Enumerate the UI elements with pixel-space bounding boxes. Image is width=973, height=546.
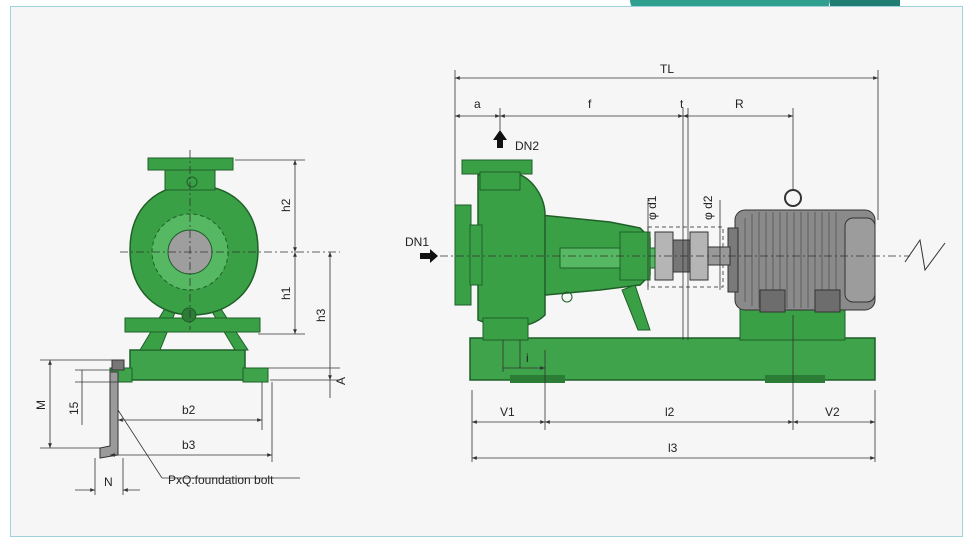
label-h1: h1: [279, 286, 293, 300]
label-h2: h2: [279, 198, 293, 212]
label-15: 15: [67, 401, 81, 415]
label-b2: b2: [182, 403, 196, 417]
motor-pedestal: [739, 307, 846, 341]
label-N: N: [104, 475, 113, 489]
label-TL: TL: [660, 62, 674, 76]
header-tab-accent: [830, 0, 900, 10]
dn2-arrow-icon: [493, 130, 507, 140]
label-DN1: DN1: [405, 235, 429, 249]
label-d2: φ d2: [701, 195, 715, 220]
label-l3: l3: [668, 441, 678, 455]
baseplate: [469, 337, 876, 381]
front-drain-plug: [181, 307, 197, 323]
label-f: f: [588, 97, 592, 111]
pump-foot: [482, 317, 529, 341]
label-d1: φ d1: [645, 195, 659, 220]
pump-casing: [477, 174, 546, 328]
label-M: M: [34, 400, 48, 410]
front-foot-right: [242, 367, 269, 383]
label-V2: V2: [825, 405, 840, 419]
label-A: A: [334, 377, 348, 385]
label-t: t: [680, 97, 684, 111]
label-h3: h3: [314, 308, 328, 322]
label-i: i: [526, 351, 529, 365]
label-DN2: DN2: [515, 139, 539, 153]
motor-lifting-eye: [784, 189, 802, 207]
label-bolt: PxQ:foundation bolt: [168, 473, 274, 487]
label-b3: b3: [182, 438, 196, 452]
label-a: a: [474, 97, 481, 111]
front-base: [129, 349, 246, 381]
foundation-bolt-shape: [99, 371, 119, 459]
label-l2: l2: [665, 405, 675, 419]
side-view: [440, 159, 946, 383]
flow-arrows: [420, 130, 507, 263]
front-view: [109, 150, 340, 383]
inlet-flange: [454, 204, 472, 306]
front-outlet-bolt: [186, 176, 198, 188]
label-R: R: [735, 97, 744, 111]
front-outlet-flange: [147, 157, 234, 171]
dn1-arrow-icon: [430, 249, 438, 263]
label-V1: V1: [500, 405, 515, 419]
